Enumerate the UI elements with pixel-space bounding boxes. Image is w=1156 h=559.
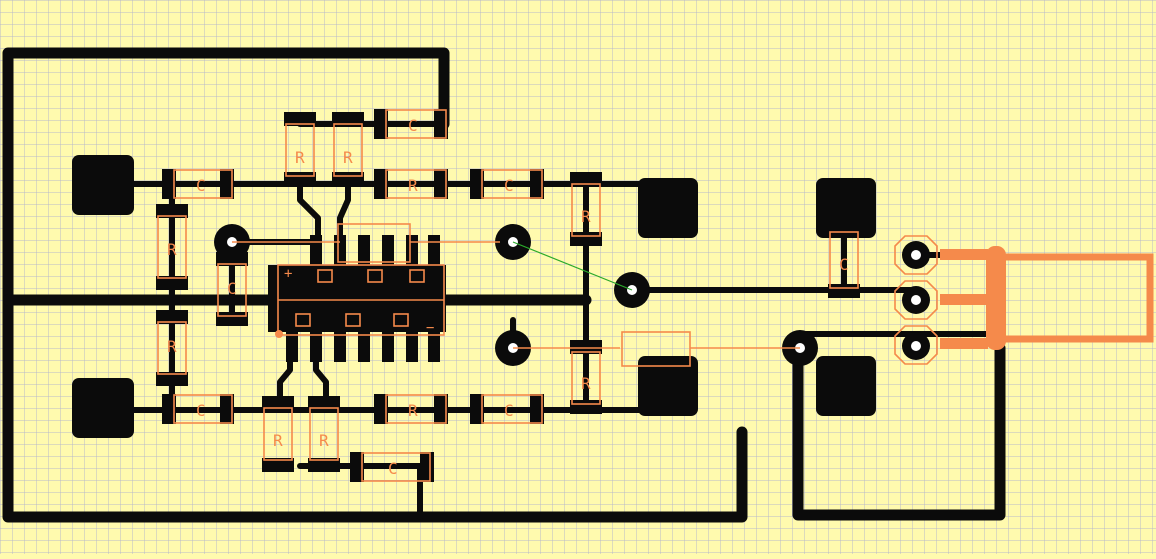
res-r-right-bottom: R — [570, 340, 602, 414]
res-r-bottom-1: R — [262, 396, 294, 472]
svg-text:C: C — [839, 255, 849, 274]
svg-text:R: R — [343, 148, 353, 167]
ic-pins-bottom — [286, 332, 440, 362]
component-outline-mid — [621, 331, 691, 367]
svg-text:R: R — [295, 148, 305, 167]
pad-mid-top[interactable] — [638, 178, 698, 238]
svg-text:C: C — [504, 401, 514, 420]
pad-bl[interactable] — [72, 378, 134, 438]
cap-c4: C — [162, 394, 234, 424]
svg-text:C: C — [408, 116, 418, 135]
svg-text:C: C — [196, 176, 206, 195]
svg-text:R: R — [408, 401, 418, 420]
trace-right-loop[interactable] — [792, 342, 1006, 521]
res-r-left-bottom: R — [156, 310, 188, 386]
svg-text:R: R — [581, 207, 591, 226]
trace-top-loop[interactable] — [2, 47, 748, 523]
ic-pin1-marker — [275, 330, 283, 338]
res-r-bottom-mid: R — [374, 394, 448, 424]
res-r-right-top: R — [570, 172, 602, 246]
ic-body — [268, 265, 446, 332]
pad-mid-bottom[interactable] — [638, 356, 698, 416]
pad-right-bottom[interactable] — [816, 356, 876, 416]
connector-pin-1 — [894, 235, 938, 275]
res-r-top-1: R — [284, 112, 316, 186]
connector-outline — [996, 253, 1154, 343]
cap-c-right: C — [828, 222, 860, 298]
trace-chip-tl[interactable] — [297, 181, 321, 248]
ic-outline-top — [337, 223, 411, 263]
cap-c1: C — [162, 169, 234, 199]
connector-header[interactable] — [894, 235, 1154, 365]
svg-text:R: R — [581, 374, 591, 393]
svg-text:R: R — [319, 431, 329, 450]
res-r-bottom-2: R — [308, 396, 340, 472]
trace-chip-tr[interactable] — [337, 181, 351, 248]
connector-pin-2 — [894, 280, 938, 320]
svg-text:C: C — [227, 279, 237, 298]
ratsnest-wire — [512, 241, 633, 291]
svg-text:R: R — [273, 431, 283, 450]
res-r-top-2: R — [332, 112, 364, 186]
svg-text:C: C — [504, 176, 514, 195]
svg-text:C: C — [388, 459, 398, 478]
components-horizontal[interactable]: C C R C C R C — [162, 109, 544, 482]
cap-c-vertical: C — [216, 252, 248, 326]
svg-text:C: C — [196, 401, 206, 420]
ic-plus-label: + — [284, 266, 292, 282]
cap-c5: C — [470, 394, 544, 424]
res-r-top-mid: R — [374, 169, 448, 199]
copper-traces[interactable] — [2, 47, 1006, 523]
svg-text:R: R — [408, 176, 418, 195]
cap-c6: C — [350, 452, 434, 482]
res-r-left-top: R — [156, 204, 188, 290]
svg-text:R: R — [167, 337, 177, 356]
ic-minus-label: − — [426, 320, 434, 336]
components-vertical[interactable]: R R C R R R R — [156, 112, 860, 472]
pad-tl[interactable] — [72, 155, 134, 215]
svg-text:R: R — [167, 240, 177, 259]
cap-c3: C — [470, 169, 544, 199]
cap-c2: C — [374, 109, 448, 139]
connector-pin-3 — [894, 325, 938, 365]
silkscreen-lines — [232, 241, 800, 367]
